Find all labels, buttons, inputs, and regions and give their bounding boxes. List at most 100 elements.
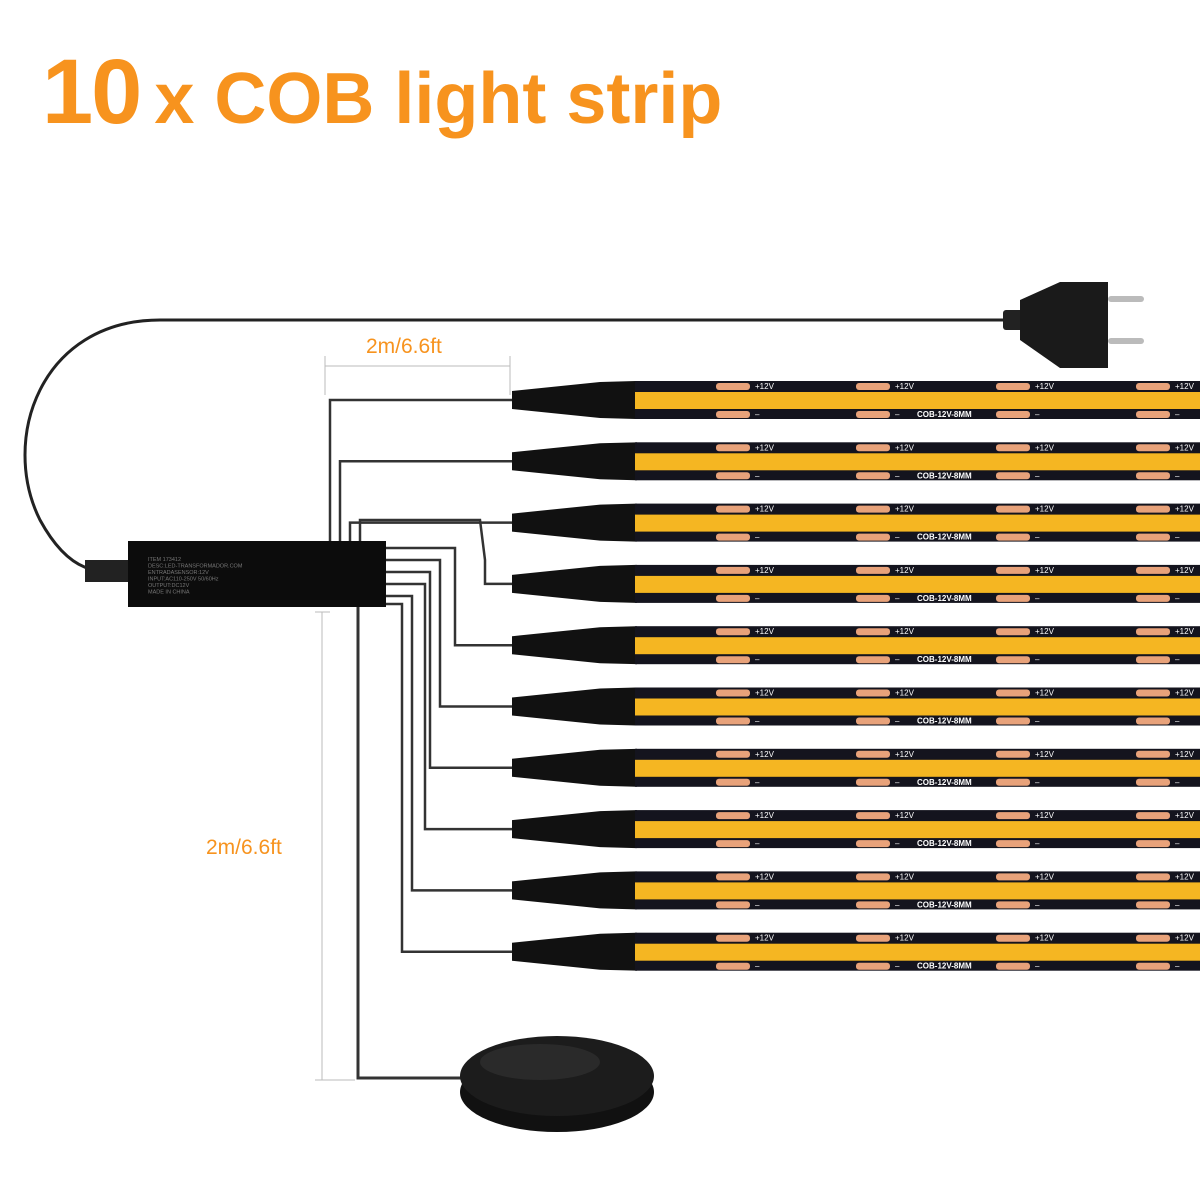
solder-pad [996,505,1030,513]
cob-strip: +12V–+12V–+12V–+12V–COB-12V-8MM [512,381,1200,419]
positive-label: +12V [755,566,775,575]
negative-label: – [1035,594,1040,603]
solder-pad [1136,628,1170,636]
negative-label: – [755,655,760,664]
positive-label: +12V [895,505,915,514]
solder-pad [716,717,750,725]
solder-pad [1136,812,1170,820]
cob-strip: +12V–+12V–+12V–+12V–COB-12V-8MM [512,503,1200,542]
positive-label: +12V [895,934,915,943]
solder-pad [996,533,1030,541]
controller-label-line: ITEM 173412 [148,557,181,563]
solder-pad [1136,750,1170,758]
light-strips: +12V–+12V–+12V–+12V–COB-12V-8MM+12V–+12V… [512,381,1200,971]
solder-pad [856,383,890,390]
positive-label: +12V [1035,505,1055,514]
solder-pad [1136,778,1170,786]
positive-label: +12V [895,689,915,698]
cob-led-band [635,759,1200,777]
strip-model-label: COB-12V-8MM [917,471,972,480]
cob-strip: +12V–+12V–+12V–+12V–COB-12V-8MM [512,871,1200,910]
solder-pad [856,750,890,758]
solder-pad [716,840,750,848]
positive-label: +12V [1035,443,1055,452]
solder-pad [996,840,1030,848]
solder-pad [996,472,1030,480]
cob-strip: +12V–+12V–+12V–+12V–COB-12V-8MM [512,748,1200,787]
controller-label-line: INPUT:AC110-250V 50/60Hz [148,577,219,583]
negative-label: – [1175,839,1180,848]
positive-label: +12V [895,443,915,452]
cob-strip: +12V–+12V–+12V–+12V–COB-12V-8MM [512,810,1200,849]
strip-model-label: COB-12V-8MM [917,717,972,726]
negative-label: – [1035,471,1040,480]
solder-pad [996,962,1030,970]
negative-label: – [895,594,900,603]
negative-label: – [1035,717,1040,726]
solder-pad [1136,411,1170,418]
strip-connector [512,626,637,665]
positive-label: +12V [1035,750,1055,759]
positive-label: +12V [755,934,775,943]
positive-label: +12V [895,872,915,881]
strip-wire [348,521,512,541]
solder-pad [716,383,750,390]
solder-pad [856,873,890,881]
positive-label: +12V [1175,934,1195,943]
side-dimension-line [315,611,355,1081]
solder-pad [1136,656,1170,664]
solder-pad [996,656,1030,664]
positive-label: +12V [1035,382,1055,391]
solder-pad [856,444,890,452]
negative-label: – [1035,900,1040,909]
solder-pad [716,444,750,452]
cob-led-band [635,453,1200,471]
strip-connector [512,503,637,542]
strip-wire [386,570,512,770]
positive-label: +12V [1175,689,1195,698]
top-dimension-line [324,356,511,395]
solder-pad [1136,533,1170,541]
solder-pad [1136,934,1170,942]
strip-model-label: COB-12V-8MM [917,962,972,971]
negative-label: – [1175,962,1180,971]
solder-pad [996,717,1030,725]
side-dimension-label: 2m/6.6ft [206,836,282,859]
strip-connector [512,871,637,910]
negative-label: – [1175,410,1180,419]
negative-label: – [1175,900,1180,909]
negative-label: – [1175,655,1180,664]
solder-pad [1136,383,1170,390]
solder-pad [1136,472,1170,480]
strip-connector [512,932,637,971]
negative-label: – [755,962,760,971]
negative-label: – [1175,717,1180,726]
solder-pad [996,411,1030,418]
solder-pad [1136,689,1170,697]
solder-pad [856,628,890,636]
top-dimension-label: 2m/6.6ft [366,335,442,358]
solder-pad [1136,962,1170,970]
negative-label: – [895,655,900,664]
cob-led-band [635,514,1200,532]
positive-label: +12V [895,566,915,575]
strip-connector [512,748,637,787]
negative-label: – [755,594,760,603]
solder-pad [996,383,1030,390]
strip-connector [512,442,637,481]
cob-led-band [635,943,1200,961]
eu-plug-icon [1003,282,1144,368]
cob-led-band [635,392,1200,409]
cob-strip: +12V–+12V–+12V–+12V–COB-12V-8MM [512,932,1200,971]
solder-pad [856,594,890,602]
negative-label: – [1175,778,1180,787]
solder-pad [996,934,1030,942]
solder-pad [716,778,750,786]
solder-pad [716,533,750,541]
positive-label: +12V [895,811,915,820]
positive-label: +12V [1175,382,1195,391]
solder-pad [1136,444,1170,452]
solder-pad [996,778,1030,786]
negative-label: – [1035,410,1040,419]
